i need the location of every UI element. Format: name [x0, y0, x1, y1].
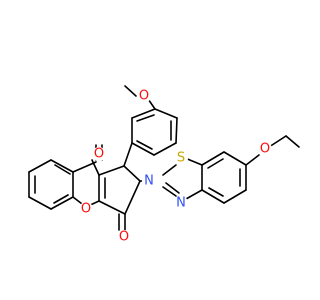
label-background: [174, 151, 188, 165]
bond: [131, 142, 155, 156]
bonds: [28, 85, 300, 231]
label-background: [92, 147, 106, 161]
bond: [98, 165, 125, 176]
label-background: [174, 196, 188, 210]
chemical-structure-diagram: O O O O N S N O: [28, 85, 300, 245]
bond: [123, 142, 133, 167]
bond: [53, 194, 69, 204]
pyrrole-nitrogen-label: N: [144, 174, 154, 189]
bond: [123, 165, 141, 182]
bond: [162, 164, 177, 176]
bond: [28, 196, 52, 210]
bond: [50, 196, 74, 210]
label-background: [258, 142, 272, 156]
bond: [185, 189, 203, 200]
bond: [162, 186, 177, 197]
label-background: [117, 230, 131, 244]
bond: [223, 151, 247, 166]
bond: [165, 182, 180, 194]
bond: [201, 151, 225, 166]
thiazole-nitrogen-label: N: [176, 196, 186, 211]
bond: [268, 135, 287, 148]
bond: [98, 200, 126, 215]
thiazole-sulfur-label: S: [177, 151, 185, 166]
ketone-oxygen-label: O: [94, 147, 104, 162]
bond: [136, 140, 153, 150]
bond: [245, 154, 260, 166]
bond: [28, 159, 52, 173]
bond: [201, 189, 225, 204]
bond: [136, 114, 155, 122]
methoxy-oxygen-label: O: [139, 89, 149, 104]
bond: [285, 135, 300, 148]
atom-labels: O O O O N S N O: [79, 89, 272, 245]
bond: [124, 180, 141, 215]
ethoxy-oxygen-label: O: [260, 142, 270, 157]
bond: [154, 108, 178, 119]
bond: [54, 164, 71, 175]
bond: [223, 189, 247, 204]
bond: [124, 85, 137, 97]
bond: [153, 142, 177, 156]
bond: [208, 187, 224, 197]
label-background: [79, 202, 93, 216]
molecule-canvas: O O O O N S N O: [28, 85, 300, 245]
label-background: [142, 174, 156, 188]
bond: [207, 158, 224, 169]
bond: [72, 161, 97, 173]
label-background: [137, 89, 151, 103]
bond: [131, 108, 156, 119]
bond: [50, 159, 74, 173]
bond: [175, 117, 178, 144]
ring-oxygen-label: O: [81, 202, 91, 217]
lactam-oxygen-label: O: [119, 230, 129, 245]
